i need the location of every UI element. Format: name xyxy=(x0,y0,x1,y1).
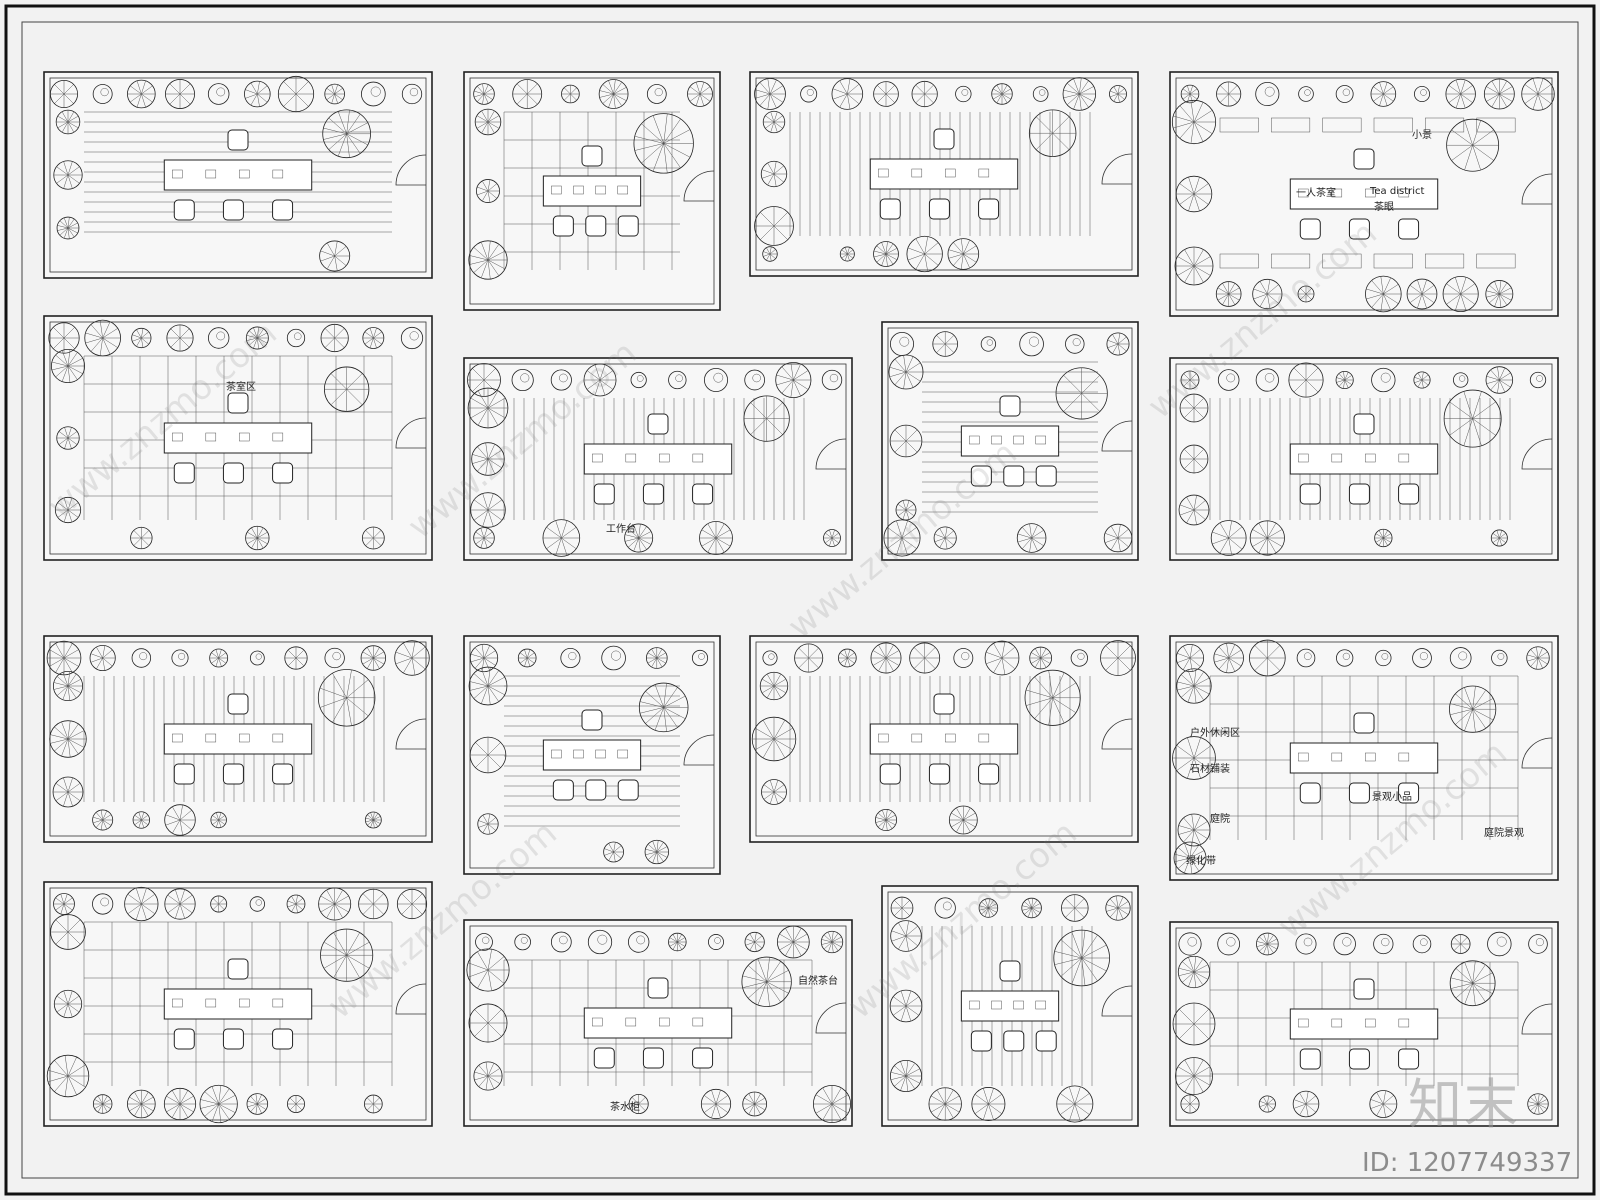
sheet-inner-border xyxy=(21,21,1579,1179)
floor-plan-6 xyxy=(463,357,853,561)
plan-12-label-2: 石材铺装 xyxy=(1190,762,1230,775)
floor-plan-3 xyxy=(749,71,1139,277)
floor-plan-16 xyxy=(1169,921,1559,1127)
plan-4-label-4: 小景 xyxy=(1412,129,1432,141)
floor-plan-7 xyxy=(881,321,1139,561)
plan-12-label-5: 庭院景观 xyxy=(1484,826,1524,839)
floor-plan-13 xyxy=(43,881,433,1127)
image-id-label: ID: 1207749337 xyxy=(1362,1148,1573,1178)
plan-4-label-3: 茶眼 xyxy=(1374,200,1394,213)
floor-plan-9 xyxy=(43,635,433,843)
floor-plan-2 xyxy=(463,71,721,311)
floor-plan-12 xyxy=(1169,635,1559,881)
plan-6-label-1: 工作台 xyxy=(606,522,636,535)
sheet-border xyxy=(4,4,1596,1196)
floor-plan-8 xyxy=(1169,357,1559,561)
plan-12-label-6: 绿化带 xyxy=(1186,854,1216,867)
floor-plan-5 xyxy=(43,315,433,561)
plan-4-label-2: Tea district xyxy=(1369,186,1425,197)
floor-plan-14 xyxy=(463,919,853,1127)
plan-14-label-2: 茶水柜 xyxy=(610,1100,640,1113)
plan-4-label-1: 一人茶室 xyxy=(1296,186,1336,199)
plan-12-label-1: 户外休闲区 xyxy=(1190,726,1240,739)
plan-14-label-1: 自然茶台 xyxy=(798,974,838,987)
plan-5-label-1: 茶室区 xyxy=(226,380,256,393)
floor-plan-10 xyxy=(463,635,721,875)
brand-logo: 知末 xyxy=(1408,1073,1520,1136)
floor-plan-15 xyxy=(881,885,1139,1127)
floor-plan-1 xyxy=(43,71,433,279)
plan-12-label-3: 景观小品 xyxy=(1372,791,1412,803)
floor-plan-4 xyxy=(1169,71,1559,317)
floor-plan-11 xyxy=(749,635,1139,843)
plan-12-label-4: 庭院 xyxy=(1210,812,1230,825)
